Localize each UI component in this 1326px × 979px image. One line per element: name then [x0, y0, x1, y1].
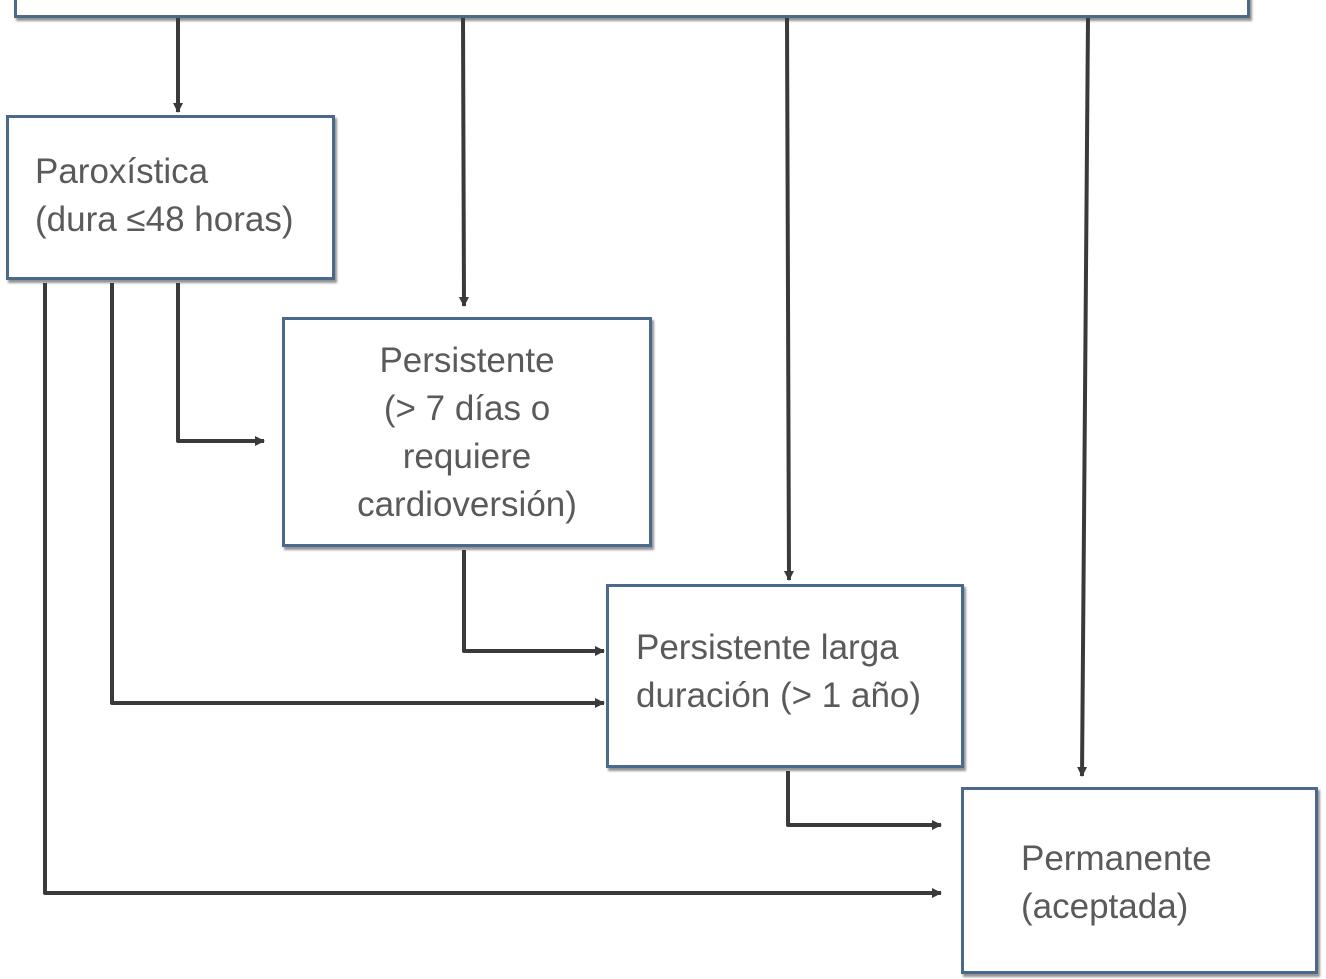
- edge-top-to-persistente: [458, 17, 469, 307]
- edge-larga-to-permanente: [786, 771, 942, 830]
- edge-paroxistica-to-persistente: [176, 283, 265, 446]
- edge-top-to-permanente: [1077, 17, 1090, 777]
- edge-top-to-larga: [783, 17, 794, 581]
- node-paroxistica-line-2: (dura ≤48 horas): [35, 200, 294, 239]
- edge-persistente-to-larga: [462, 550, 605, 656]
- node-permanente-line-2: (aceptada): [1021, 887, 1189, 926]
- node-persistente-line-3: requiere: [402, 437, 532, 476]
- node-larga-line-1: Persistente larga: [636, 628, 899, 667]
- node-paroxistica-line-1: Paroxística: [35, 152, 209, 191]
- node-persistente: Persistente (> 7 días o requiere cardiov…: [282, 317, 652, 547]
- top-node-box: [14, 0, 1250, 18]
- node-larga-line-2: duración (> 1 año): [636, 676, 922, 715]
- node-persistente-line-4: cardioversión): [357, 485, 577, 524]
- node-persistente-line-2: (> 7 días o: [383, 389, 551, 428]
- edge-paroxistica-to-permanente: [43, 283, 942, 898]
- node-persistente-line-1: Persistente: [379, 341, 555, 380]
- node-permanente-line-1: Permanente: [1021, 839, 1212, 878]
- node-permanente: Permanente (aceptada): [961, 787, 1318, 974]
- edge-paroxistica-to-larga: [110, 283, 605, 708]
- node-paroxistica: Paroxística (dura ≤48 horas): [6, 115, 335, 280]
- node-persistente-larga: Persistente larga duración (> 1 año): [606, 584, 964, 768]
